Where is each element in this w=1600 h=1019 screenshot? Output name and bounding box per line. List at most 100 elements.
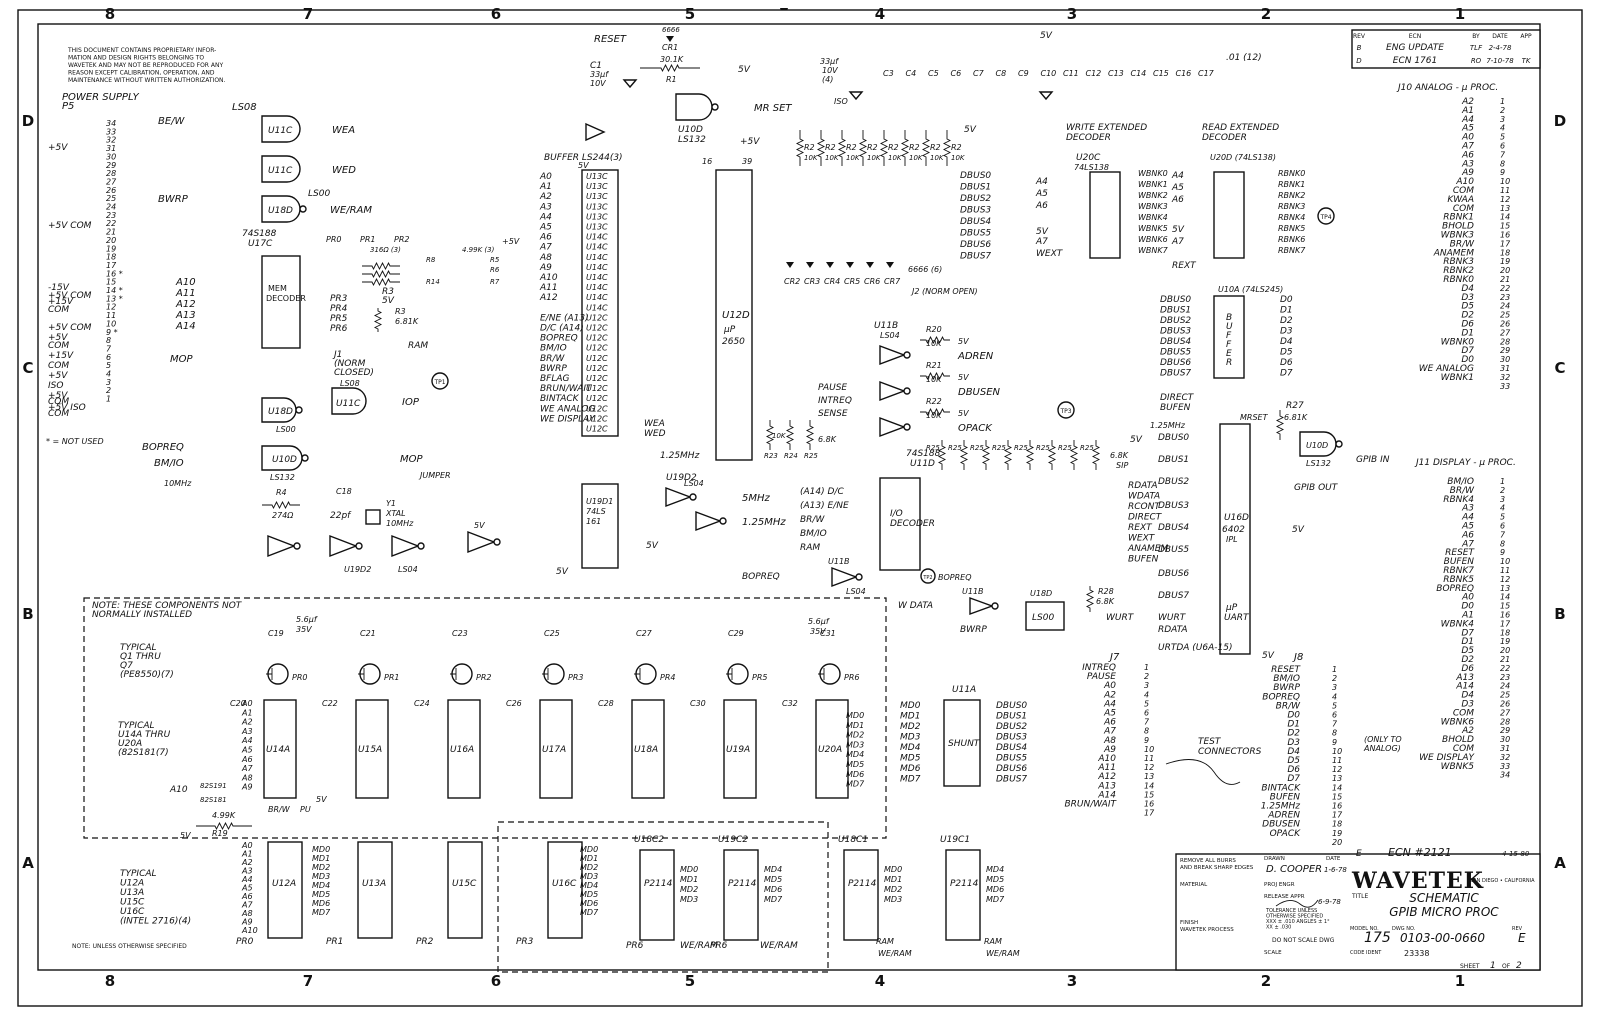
- proj-eng-label: PROJ ENGR: [1264, 882, 1295, 888]
- io-decoder-type: 74S188: [906, 449, 941, 459]
- prom-md: MD3: [846, 740, 864, 749]
- j10-pin: 29: [1500, 346, 1510, 355]
- write-decoder-title: DECODER: [1066, 133, 1111, 143]
- j10-label: D0: [1461, 355, 1474, 365]
- md-input: MD4: [900, 743, 921, 753]
- mem-top-pr: PR1: [360, 235, 375, 244]
- supply-label: 5V: [738, 65, 751, 75]
- j11-pin: 1: [1500, 477, 1505, 486]
- transistor-lead: [266, 668, 273, 680]
- p5-label: COM: [48, 305, 69, 315]
- io-decoder-u11d: [879, 477, 921, 571]
- buffer-gate: U14C: [586, 273, 608, 282]
- decoder-input: A5: [1171, 183, 1184, 193]
- uart-input: DBUS3: [1158, 501, 1189, 511]
- gate-label: U19D2: [666, 473, 697, 483]
- buffer-input: A6: [539, 233, 552, 243]
- j8-label: BOPREQ: [1262, 692, 1300, 702]
- j8-label: 1.25MHz: [1261, 802, 1301, 812]
- j10-label: WBNK3: [1441, 231, 1475, 241]
- p5-pin: 25: [106, 194, 116, 203]
- rom-dashed-box: [497, 821, 829, 973]
- j10-pin: 12: [1500, 195, 1510, 204]
- io-output: RDATA: [1128, 481, 1158, 491]
- typical-rom-label: TYPICAL: [120, 869, 157, 879]
- p5-label: +5V COM: [48, 323, 92, 333]
- res-label: R25: [804, 452, 818, 460]
- cap-label: C10: [1041, 69, 1057, 78]
- j10-label: A5: [1461, 124, 1474, 134]
- prom-label: U15A: [358, 745, 382, 755]
- resistor-r2: [858, 130, 868, 166]
- ram-md: MD5: [986, 875, 1004, 884]
- revision-block: [1351, 29, 1541, 69]
- buffer-input: A2: [539, 192, 552, 202]
- resistor: [805, 420, 815, 450]
- buffer-input: BOPREQ: [540, 334, 578, 344]
- j11-label: A2: [1461, 726, 1474, 736]
- rom-addr: A4: [241, 875, 253, 884]
- buffer-gate: U14C: [586, 293, 608, 302]
- res-label: +5V: [502, 237, 520, 246]
- ecn-number: ECN #2121: [1388, 846, 1452, 859]
- j10-title: J10 ANALOG - μ PROC.: [1396, 83, 1498, 93]
- proprietary-notice: MATION AND DESIGN RIGHTS BELONGING TO: [68, 55, 204, 62]
- cap-main-value: 33μf: [820, 57, 839, 66]
- p5-pin: 28: [106, 169, 116, 178]
- r4-value: 274Ω: [272, 511, 294, 520]
- j11-label: BR/W: [1450, 486, 1475, 496]
- diode: [806, 262, 814, 268]
- resistor-r2: [816, 130, 826, 166]
- rom-md: MD3: [312, 872, 330, 881]
- supply-label: 5V: [1292, 525, 1305, 535]
- cap-label: C27: [636, 629, 653, 638]
- p5-pin: 29: [106, 161, 116, 170]
- zone-number: 4: [875, 972, 885, 990]
- j10-label: A7: [1461, 142, 1474, 152]
- j7-pin: 6: [1144, 709, 1149, 718]
- supply-label: 5V: [958, 337, 969, 346]
- small-cap-label: C28: [598, 699, 614, 708]
- j11-pin: 34: [1500, 771, 1510, 780]
- dbus-label: DBUS0: [960, 171, 991, 181]
- ram-md: MD0: [680, 865, 698, 874]
- j8-label: D7: [1287, 774, 1300, 784]
- buffer-input: BM/IO: [540, 344, 567, 354]
- zone-number: 5: [685, 972, 695, 990]
- uart-input: URTDA (U6A-15): [1158, 643, 1232, 653]
- j10-label: D3: [1461, 293, 1474, 303]
- io-output: WDATA: [1128, 492, 1160, 502]
- j11-pin: 14: [1500, 593, 1510, 602]
- u10a-output: D4: [1280, 337, 1293, 347]
- j11-pin: 30: [1500, 735, 1510, 744]
- rom-pr: PR0: [236, 937, 254, 947]
- j8-pin: 5: [1332, 701, 1337, 710]
- j10-label: COM: [1453, 204, 1474, 214]
- gate-label: U18D: [268, 206, 293, 216]
- io-decoder-input: RAM: [800, 543, 820, 553]
- buffer-input: BINTACK: [540, 394, 580, 404]
- inverter: [467, 530, 496, 554]
- zone-number: 6: [491, 972, 501, 990]
- buffer-letter: R: [1226, 358, 1232, 368]
- pr-label: PR6: [844, 673, 859, 682]
- j10-label: D4: [1461, 284, 1474, 294]
- do-not-scale: DO NOT SCALE DWG: [1272, 937, 1335, 944]
- inversion-bubble: [301, 454, 309, 462]
- counter-label: 74LS: [586, 507, 606, 516]
- j11-label: COM: [1453, 708, 1474, 718]
- j10-pin: 33: [1500, 382, 1510, 391]
- uart-input: DBUS5: [1158, 545, 1189, 555]
- cap-label: C12: [1086, 69, 1102, 78]
- rom-md: MD5: [312, 890, 330, 899]
- j10-pin: 1: [1500, 97, 1505, 106]
- typical-rom-label: U16C: [120, 907, 145, 917]
- j8-label: OPACK: [1270, 829, 1302, 839]
- tolerance-note: OTHERWISE SPECIFIED: [1266, 914, 1323, 920]
- cpu-pin: 39: [742, 157, 752, 166]
- inverter: [695, 510, 722, 532]
- u10a-ic: U10A (74LS245): [1218, 285, 1283, 294]
- be-w-input: BE/W: [158, 116, 186, 127]
- j10-pin: 22: [1500, 284, 1510, 293]
